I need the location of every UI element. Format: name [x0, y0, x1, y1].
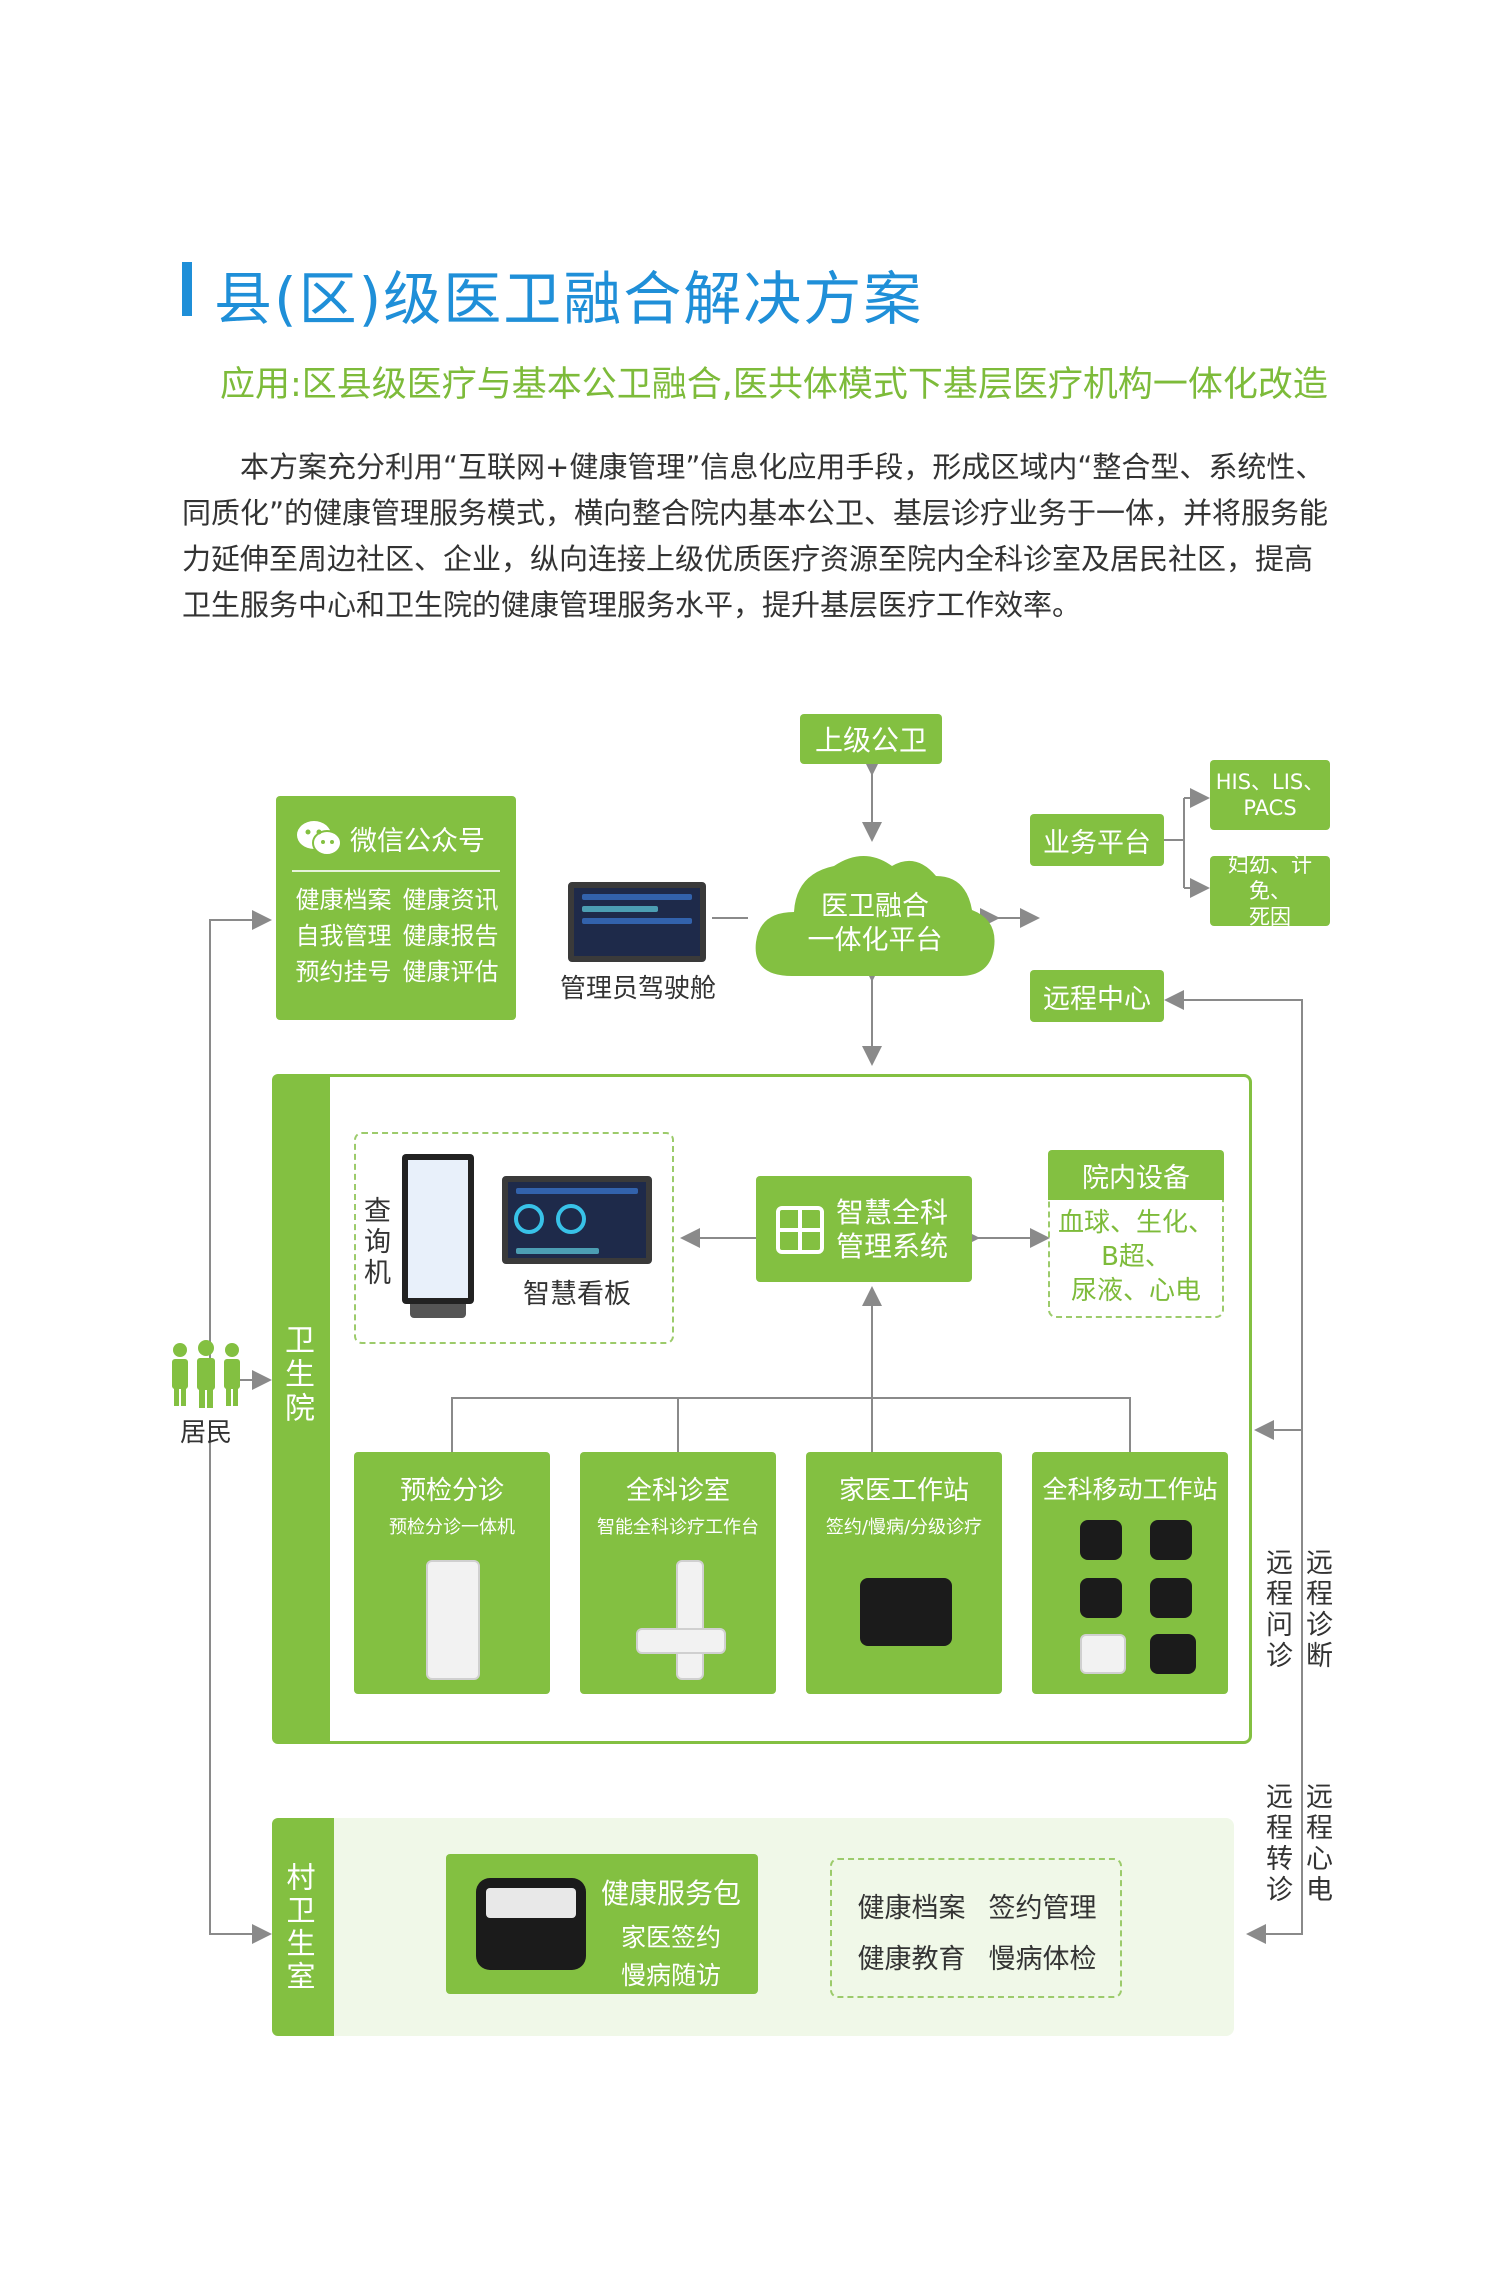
mobile-analyzer-image: [1080, 1634, 1126, 1674]
station-mobile: 全科移动工作站: [1032, 1452, 1228, 1694]
page-title: 县(区)级医卫融合解决方案: [214, 265, 924, 333]
platform-line-2: 一体化平台: [807, 925, 943, 956]
biz-item-maternal-line2: 死因: [1249, 905, 1291, 929]
cockpit-label: 管理员驾驶舱: [559, 974, 716, 1004]
wechat-item: 健康评估: [402, 958, 499, 986]
mobile-case-image: [1080, 1578, 1122, 1618]
cockpit-monitor-image: [568, 882, 706, 962]
remote-label: 远程心电: [1301, 1782, 1332, 1906]
biz-item-maternal: 妇幼、计免、 死因: [1210, 853, 1330, 929]
smart-gp-system-box: 智慧全科 管理系统: [756, 1176, 972, 1282]
village-side-bar: [272, 1818, 334, 2036]
station-subtitle: 智能全科诊疗工作台: [597, 1517, 759, 1538]
station-gp-room: 全科诊室 智能全科诊疗工作台: [580, 1452, 776, 1694]
title-accent-bar: [182, 262, 192, 316]
wechat-box: 微信公众号 健康档案 健康资讯 自我管理 健康报告 预约挂号 健康评估: [276, 796, 516, 1020]
wechat-item: 自我管理: [295, 922, 392, 950]
smart-board-label: 智慧看板: [523, 1279, 631, 1310]
smart-gp-line-1: 智慧全科: [836, 1196, 949, 1229]
in-hospital-line: 尿液、心电: [1070, 1276, 1201, 1306]
connector-business-bracket: [1164, 797, 1206, 888]
wechat-item: 健康资讯: [402, 886, 499, 914]
wechat-item: 健康档案: [295, 886, 392, 914]
biz-item-his-line2: PACS: [1243, 796, 1297, 820]
health-pack-line: 家医签约: [620, 1923, 721, 1952]
display-devices-group: [354, 1132, 674, 1344]
health-pack-box: 健康服务包 家医签约 慢病随访: [446, 1854, 758, 1994]
village-service: 签约管理: [988, 1893, 1097, 1924]
platform-label: 医卫融合 一体化平台: [752, 890, 998, 958]
triage-kiosk-image: [426, 1560, 480, 1680]
in-hospital-line: 血球、生化、: [1057, 1208, 1214, 1238]
smart-board-image: [502, 1176, 652, 1264]
platform-cloud: 医卫融合 一体化平台: [752, 846, 998, 980]
station-title: 预检分诊: [399, 1476, 504, 1506]
upper-public-health-box: 上级公卫: [800, 714, 942, 764]
village-service: 健康档案: [857, 1893, 966, 1924]
connector-residents-village: [209, 1428, 272, 1944]
in-hospital-devices-title: 院内设备: [1048, 1150, 1224, 1200]
mobile-case-image: [1150, 1520, 1192, 1560]
wechat-title: 微信公众号: [350, 825, 485, 857]
village-services-list: 健康档案 签约管理 健康教育 慢病体检: [846, 1886, 1108, 1976]
wechat-icon: [297, 821, 342, 856]
hospital-label: 卫生院: [279, 1324, 314, 1426]
village-services-group: [830, 1858, 1122, 1998]
gp-workstation-desk: [636, 1628, 726, 1654]
hospital-side-bar: [272, 1074, 330, 1744]
village-service: 健康教育: [857, 1944, 966, 1975]
wechat-header: 微信公众号: [296, 818, 496, 858]
health-pack-title: 健康服务包: [600, 1877, 741, 1910]
station-triage: 预检分诊 预检分诊一体机: [354, 1452, 550, 1694]
business-platform-box: 业务平台: [1030, 814, 1164, 866]
residents-label: 居民: [179, 1418, 232, 1448]
station-subtitle: 签约/慢病/分级诊疗: [825, 1517, 983, 1538]
remote-label: 远程问诊: [1261, 1548, 1292, 1672]
smart-gp-system-label: 智慧全科 管理系统: [836, 1196, 948, 1264]
village-service: 慢病体检: [988, 1944, 1097, 1975]
biz-item-his-line1: HIS、LIS、: [1215, 770, 1325, 794]
biz-item-maternal-line1: 妇幼、计免、: [1228, 853, 1312, 903]
remote-label: 远程诊断: [1301, 1548, 1332, 1672]
family-doctor-case-image: [860, 1578, 952, 1646]
wechat-item: 健康报告: [402, 922, 499, 950]
residents-icon: [166, 1340, 246, 1408]
biz-item-his: HIS、LIS、 PACS: [1210, 760, 1330, 830]
intro-text: 本方案充分利用“互联网+健康管理”信息化应用手段，形成区域内“整合型、系统性、同…: [182, 450, 1329, 622]
in-hospital-devices-list: 血球、生化、 B超、 尿液、心电: [1048, 1206, 1224, 1308]
mobile-ultrasound-image: [1150, 1634, 1196, 1674]
health-pack-image: [476, 1878, 586, 1970]
smart-gp-line-2: 管理系统: [836, 1230, 949, 1263]
cloud-icon: [755, 856, 995, 976]
kiosk-image: [402, 1154, 478, 1330]
station-subtitle: 预检分诊一体机: [389, 1517, 515, 1538]
page-subtitle: 应用:区县级医疗与基本公卫融合,医共体模式下基层医疗机构一体化改造: [220, 365, 1328, 405]
health-pack-text: 健康服务包 家医签约 慢病随访: [596, 1872, 746, 1992]
kiosk-label: 查询机: [359, 1196, 390, 1289]
station-family-doctor: 家医工作站 签约/慢病/分级诊疗: [806, 1452, 1002, 1694]
station-title: 家医工作站: [838, 1476, 969, 1506]
wechat-items: 健康档案 健康资讯 自我管理 健康报告 预约挂号 健康评估: [290, 886, 504, 986]
village-label: 村卫生室: [282, 1862, 316, 1994]
gp-workstation-image: [676, 1560, 704, 1680]
wechat-item: 预约挂号: [295, 958, 392, 986]
remote-label: 远程转诊: [1261, 1782, 1292, 1906]
station-title: 全科诊室: [625, 1476, 730, 1506]
in-hospital-line: B超、: [1101, 1242, 1171, 1272]
connector-residents-wechat: [209, 910, 272, 1364]
station-title: 全科移动工作站: [1042, 1475, 1218, 1504]
health-pack-line: 慢病随访: [620, 1961, 721, 1990]
platform-line-1: 医卫融合: [821, 891, 929, 922]
mobile-case-image: [1150, 1578, 1192, 1618]
mobile-case-image: [1080, 1520, 1122, 1560]
intro-paragraph: 本方案充分利用“互联网+健康管理”信息化应用手段，形成区域内“整合型、系统性、同…: [182, 444, 1332, 628]
remote-center-box: 远程中心: [1030, 970, 1164, 1022]
wechat-divider: [292, 870, 500, 872]
grid-icon: [776, 1206, 824, 1254]
connector-stations-bus: [451, 1397, 1131, 1452]
